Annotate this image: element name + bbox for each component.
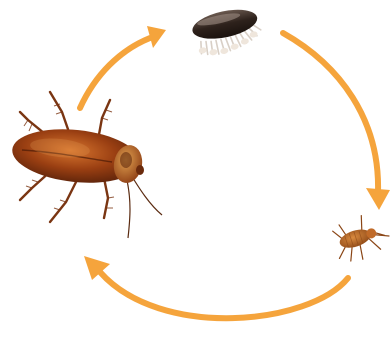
- egg-capsule-icon: [190, 4, 264, 59]
- arrow-nymph-to-adult: [100, 272, 348, 318]
- arrow-egg-to-nymph: [283, 33, 378, 192]
- arrow-adult-to-egg: [80, 38, 150, 108]
- arrow-head-egg-to-nymph: [366, 188, 390, 210]
- adult-cockroach-icon: [10, 92, 162, 238]
- nymph-cockroach-icon: [329, 209, 391, 266]
